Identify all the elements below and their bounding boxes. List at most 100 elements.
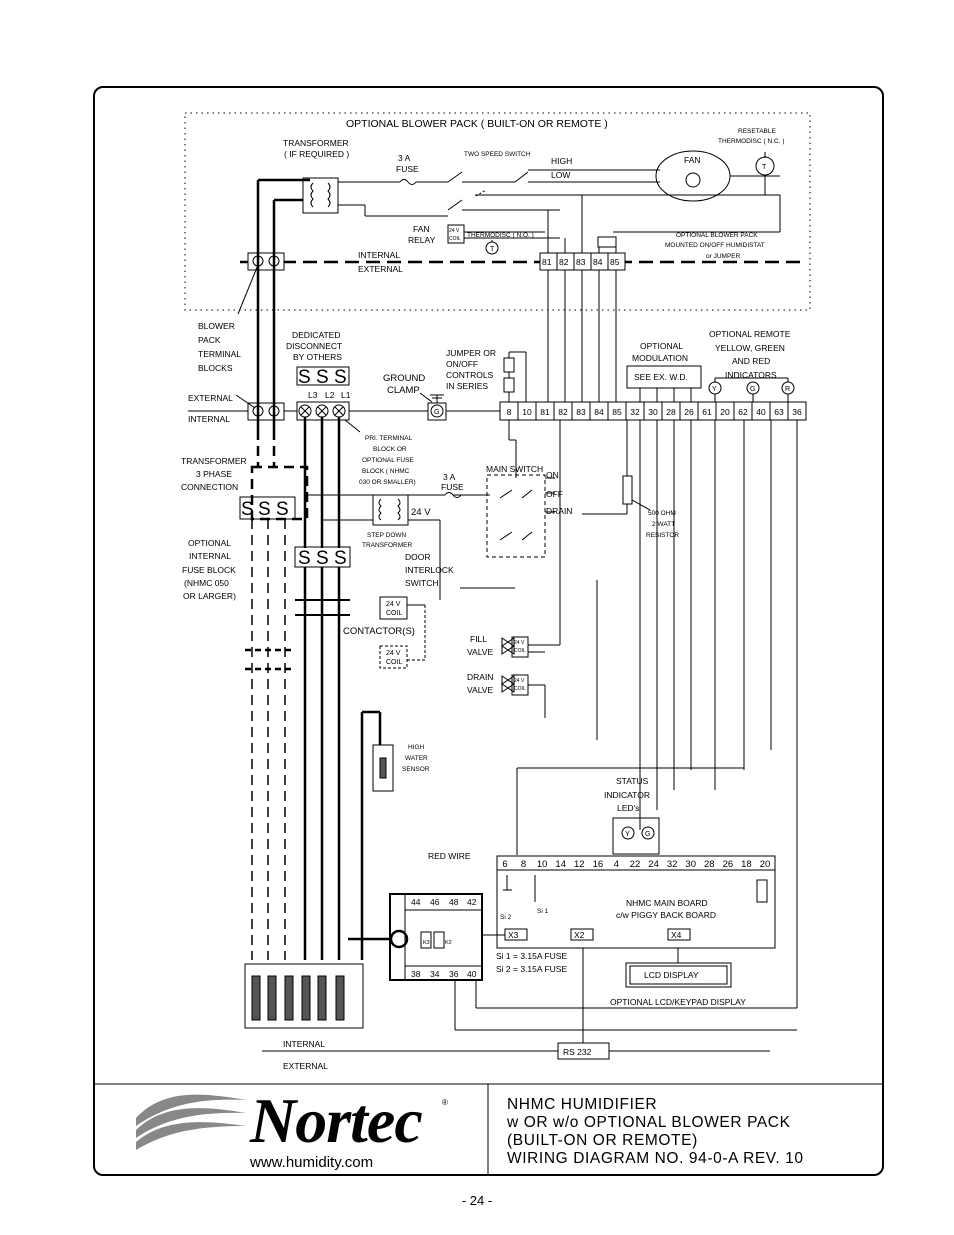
mid-internal-label: INTERNAL <box>188 414 230 424</box>
x3-label: X3 <box>508 930 519 940</box>
drain-coil-2: COIL <box>514 686 526 692</box>
blower-tb-label-2: PACK <box>198 335 221 345</box>
relay-k2: K2 <box>445 940 452 946</box>
red-wire-label: RED WIRE <box>428 851 471 861</box>
step-down-label-2: TRANSFORMER <box>362 542 413 549</box>
int-fuse-s3: S <box>334 548 347 569</box>
drain-valve-label-2: VALVE <box>467 685 493 695</box>
relay-bot-34: 34 <box>430 969 440 979</box>
fan-relay-coil-1: 24 V <box>449 228 460 234</box>
jumper-label-2: ON/OFF <box>446 359 478 369</box>
terminal-84: 84 <box>594 407 604 417</box>
jumper-label-1: JUMPER OR <box>446 348 496 358</box>
thermodisc-t-label: T <box>762 164 767 171</box>
fill-coil-2: COIL <box>514 648 526 654</box>
fan-relay-label-1: FAN <box>413 224 430 234</box>
thermodisc-no-label: THERMODISC ( N.O. ) <box>467 232 534 239</box>
transformer-3ph-1: TRANSFORMER <box>181 456 247 466</box>
blower-pack-title: OPTIONAL BLOWER PACK ( BUILT-ON OR REMOT… <box>346 118 608 130</box>
rs232-label: RS 232 <box>563 1047 592 1057</box>
relay-top-46: 46 <box>430 897 440 907</box>
lcd-label: LCD DISPLAY <box>644 970 699 980</box>
disconnect-label-2: DISCONNECT <box>286 341 342 351</box>
board-terminal-14: 14 <box>555 859 566 870</box>
terminal-81: 81 <box>540 407 550 417</box>
status-led-1: STATUS <box>616 776 649 786</box>
title-block: NHMC HUMIDIFIER w OR w/o OPTIONAL BLOWER… <box>507 1096 804 1168</box>
ground-clamp-label-2: CLAMP <box>387 385 420 396</box>
relay-k3: K3 <box>423 940 430 946</box>
terminal-20: 20 <box>720 407 730 417</box>
step-down-label-1: STEP DOWN <box>367 532 407 539</box>
fan-relay-label-2: RELAY <box>408 235 436 245</box>
relay-bot-38: 38 <box>411 969 421 979</box>
remote-label-4: INDICATORS <box>725 370 777 380</box>
top-terminal-85: 85 <box>610 257 620 267</box>
optional-lcd-label: OPTIONAL LCD/KEYPAD DISPLAY <box>610 997 746 1007</box>
led-g-label: G <box>645 831 650 838</box>
main-switch-label: MAIN SWITCH <box>486 464 543 474</box>
fuse-label-1: 3 A <box>398 153 411 163</box>
int-fuse-s1: S <box>298 548 311 569</box>
page-number: - 24 - <box>461 1193 493 1208</box>
board-terminal-10: 10 <box>537 859 548 870</box>
board-terminal-28: 28 <box>704 859 715 870</box>
transformer-label-1: TRANSFORMER <box>283 138 349 148</box>
step-down-24v: 24 V <box>411 507 431 518</box>
fuse-label-2: FUSE <box>396 164 419 174</box>
resistor-label-2: 2 WATT <box>652 521 675 528</box>
terminal-62: 62 <box>738 407 748 417</box>
modulation-label-2: MODULATION <box>632 353 688 363</box>
board-terminal-24: 24 <box>648 859 659 870</box>
fuse-block-s1: S <box>241 499 254 520</box>
top-terminal-83: 83 <box>576 257 586 267</box>
remote-g-label: G <box>750 386 755 393</box>
terminal-28: 28 <box>666 407 676 417</box>
fan-label: FAN <box>684 155 701 165</box>
blower-pack-boundary <box>184 112 811 311</box>
pri-terminal-2: BLOCK OR <box>373 446 407 453</box>
top-external-label: EXTERNAL <box>358 264 403 274</box>
si2-label: Si 2 <box>500 914 512 921</box>
fill-coil-1: 24 V <box>514 640 525 646</box>
blower-tb-label-3: TERMINAL <box>198 349 241 359</box>
led-y-label: Y <box>625 831 630 838</box>
transformer-3ph-2: 3 PHASE <box>196 469 232 479</box>
board-terminal-20: 20 <box>760 859 771 870</box>
bottom-external-label: EXTERNAL <box>283 1061 328 1071</box>
high-water-3: SENSOR <box>402 766 430 773</box>
resistor-label-3: RESISTOR <box>646 532 679 539</box>
board-terminal-8: 8 <box>521 859 526 870</box>
resistor-label-1: 500 OHM <box>648 510 676 517</box>
main-board-label-1: NHMC MAIN BOARD <box>626 898 708 908</box>
int-fuse-label-5: OR LARGER) <box>183 591 236 601</box>
nortec-swoosh-icon <box>136 1094 246 1150</box>
terminal-61: 61 <box>702 407 712 417</box>
terminal-26: 26 <box>684 407 694 417</box>
jumper-label-4: IN SERIES <box>446 381 488 391</box>
relay-bot-40: 40 <box>467 969 477 979</box>
pri-terminal-3: OPTIONAL FUSE <box>362 457 414 464</box>
terminal-83: 83 <box>576 407 586 417</box>
si1-label: Si 1 <box>537 908 549 915</box>
relay-top-42: 42 <box>467 897 477 907</box>
resetable-label-2: THERMODISC ( N.C. ) <box>718 138 784 145</box>
int-fuse-label-1: OPTIONAL <box>188 538 231 548</box>
top-terminal-81: 81 <box>542 257 552 267</box>
board-terminal-30: 30 <box>685 859 696 870</box>
title-line-1: NHMC HUMIDIFIER <box>507 1096 658 1113</box>
board-terminal-6: 6 <box>502 859 507 870</box>
low-label: LOW <box>551 170 570 180</box>
terminal-82: 82 <box>558 407 568 417</box>
coil2-label-2: COIL <box>386 659 402 666</box>
mid-external-label: EXTERNAL <box>188 393 233 403</box>
remote-r-label: R <box>785 386 790 393</box>
fuse-note-1: Si 1 = 3.15A FUSE <box>496 951 567 961</box>
blower-tb-label-1: BLOWER <box>198 321 235 331</box>
ground-g-label: G <box>434 409 439 416</box>
terminal-10: 10 <box>522 407 532 417</box>
coil2-label-1: 24 V <box>386 650 401 657</box>
door-interlock-2: INTERLOCK <box>405 565 454 575</box>
